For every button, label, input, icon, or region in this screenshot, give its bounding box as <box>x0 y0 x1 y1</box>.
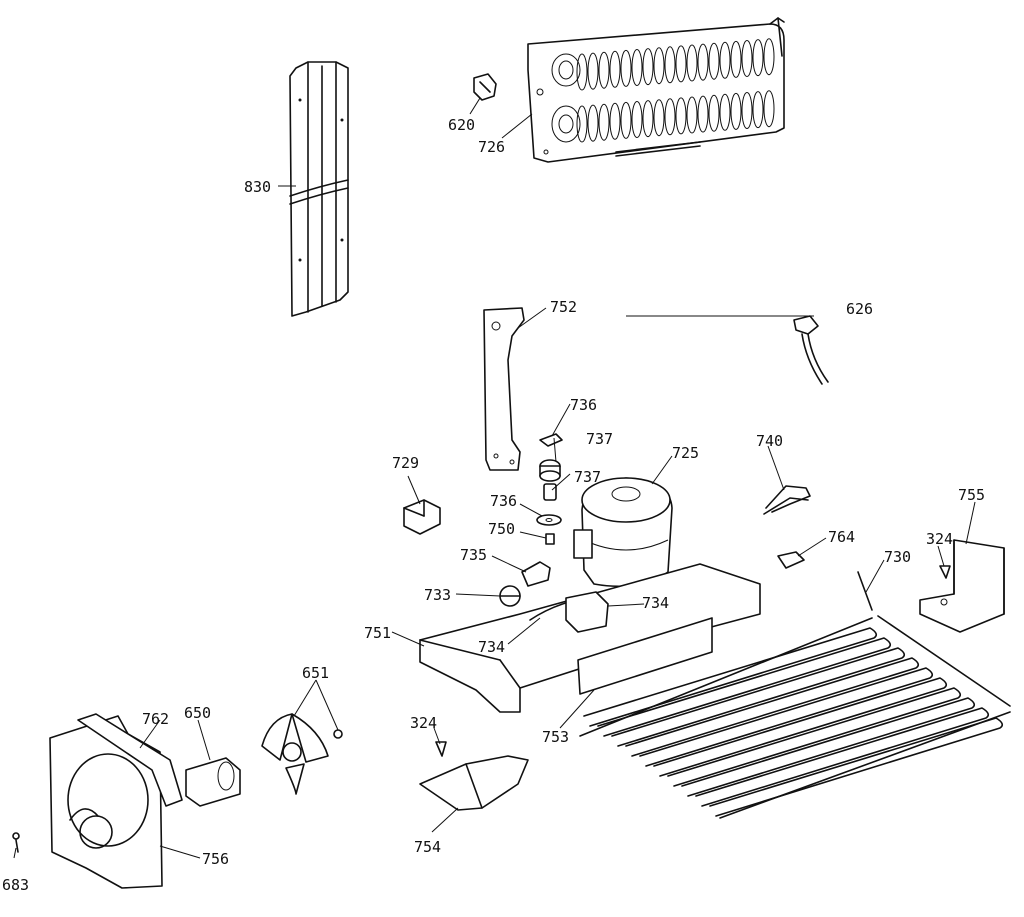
part-626-cord <box>793 315 829 385</box>
part-736-washer <box>536 514 562 526</box>
part-755-bracket <box>919 539 1005 633</box>
part-750-screw <box>545 533 555 545</box>
callout-735: 735 <box>460 546 487 564</box>
callout-764: 764 <box>828 528 855 546</box>
callout-752: 752 <box>550 298 577 316</box>
callout-651: 651 <box>302 664 329 682</box>
part-650-fan-motor <box>185 757 241 807</box>
part-756-fan-shroud <box>49 715 163 889</box>
evaporator-fins <box>576 38 775 143</box>
callout-753: 753 <box>542 728 569 746</box>
callout-324-right: 324 <box>926 530 953 548</box>
callout-725: 725 <box>672 444 699 462</box>
part-735-bracket <box>521 561 551 587</box>
part-324-screw-left <box>435 741 447 757</box>
callout-737-top: 737 <box>586 430 613 448</box>
callout-729: 729 <box>392 454 419 472</box>
callout-650: 650 <box>184 704 211 722</box>
part-736-grommet-top <box>539 433 563 447</box>
part-762-baffle <box>77 713 183 807</box>
part-651-nut <box>333 729 343 739</box>
callout-762: 762 <box>142 710 169 728</box>
callout-830: 830 <box>244 178 271 196</box>
part-725-compressor <box>573 477 673 588</box>
part-324-screw-right <box>939 565 951 579</box>
part-729-relay <box>403 499 441 535</box>
part-620-clip <box>473 73 497 101</box>
callout-751: 751 <box>364 624 391 642</box>
callout-756: 756 <box>202 850 229 868</box>
part-737-grommet-top <box>539 459 561 482</box>
leader-lines <box>13 97 976 859</box>
part-733-overload <box>499 585 521 607</box>
part-734-relay <box>565 591 609 633</box>
part-730-condenser <box>579 571 1011 819</box>
callout-755: 755 <box>958 486 985 504</box>
callout-683: 683 <box>2 876 29 894</box>
callout-626: 626 <box>846 300 873 318</box>
part-683-screw <box>12 832 20 853</box>
part-753-cover <box>577 617 713 695</box>
callout-750: 750 <box>488 520 515 538</box>
part-752-bracket <box>483 307 525 471</box>
part-764-protector <box>777 551 805 569</box>
callout-736-bottom: 736 <box>490 492 517 510</box>
part-737-sleeve <box>543 483 557 501</box>
callout-736-top: 736 <box>570 396 597 414</box>
callout-324-left: 324 <box>410 714 437 732</box>
callout-740: 740 <box>756 432 783 450</box>
callout-754: 754 <box>414 838 441 856</box>
callouts: 830 620 726 752 626 736 737 737 729 725 … <box>2 116 985 894</box>
part-830-channel <box>289 61 349 317</box>
part-651-fan-blade <box>261 713 329 795</box>
callout-730: 730 <box>884 548 911 566</box>
callout-726: 726 <box>478 138 505 156</box>
callout-734-left: 734 <box>478 638 505 656</box>
callout-734-right: 734 <box>642 594 669 612</box>
part-754-bracket <box>419 755 529 811</box>
part-726-evaporator <box>527 17 785 163</box>
callout-620: 620 <box>448 116 475 134</box>
callout-733: 733 <box>424 586 451 604</box>
part-740-clip <box>763 485 811 515</box>
callout-737-bottom: 737 <box>574 468 601 486</box>
